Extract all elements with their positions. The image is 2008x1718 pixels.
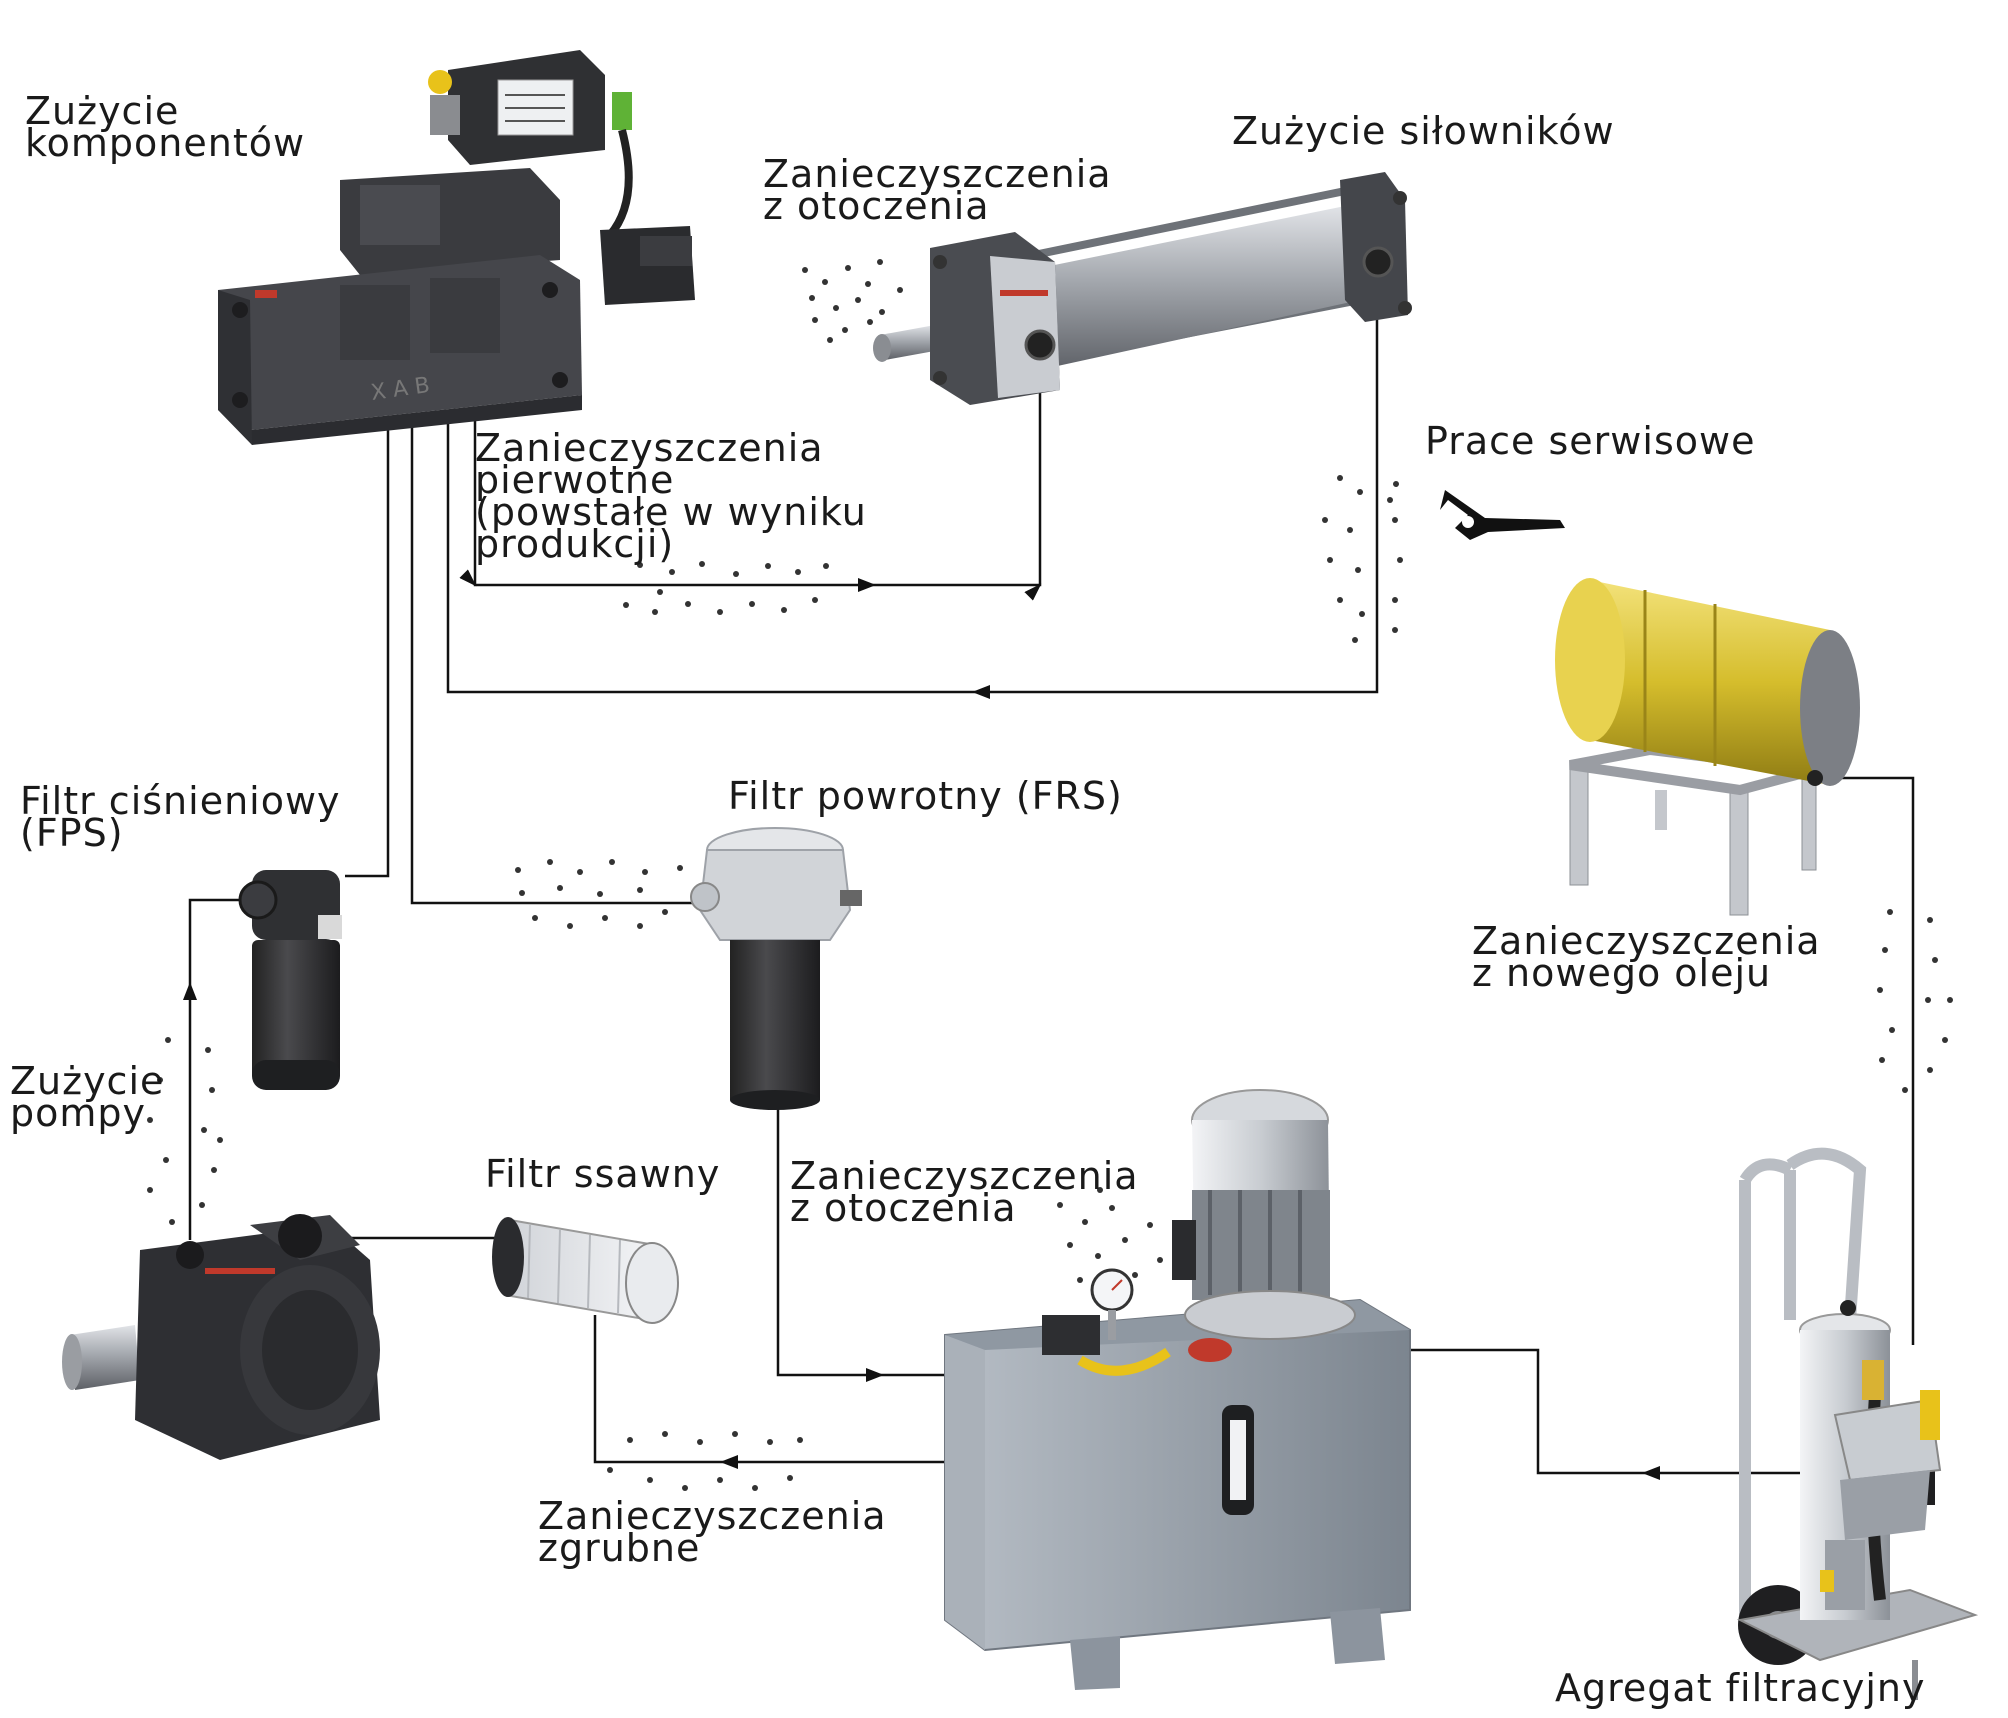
- dots-primary: [623, 561, 829, 615]
- arrow-to-tank: [866, 1368, 884, 1382]
- line-valve-to-cylinder-far: [446, 262, 1379, 694]
- pressure-filter: [238, 870, 342, 1090]
- label-environment-contamination-bottom: Zanieczyszczenia z otoczenia: [790, 1154, 1139, 1230]
- wrench-icon: [1440, 490, 1565, 540]
- oil-barrel: [1555, 578, 1860, 916]
- return-filter: [690, 827, 862, 1110]
- line-barrel-to-filter-unit: [1815, 776, 1915, 1345]
- power-unit: [944, 1089, 1411, 1690]
- dots-new-oil: [1877, 909, 1953, 1093]
- dots-coarse: [607, 1431, 803, 1491]
- flow-arrows: [183, 578, 1660, 1480]
- dots-return: [515, 859, 683, 929]
- hydraulic-cylinder: [873, 172, 1412, 405]
- line-return-filter-to-tank: [776, 1105, 945, 1377]
- label-return-filter: Filtr powrotny (FRS): [728, 774, 1123, 818]
- suction-filter: [492, 1217, 679, 1324]
- arrow-to-filter-unit: [1642, 1466, 1660, 1480]
- label-service-work: Prace serwisowe: [1425, 419, 1756, 463]
- label-new-oil-contamination: Zanieczyszczenia z nowego oleju: [1472, 919, 1821, 995]
- label-pressure-filter: Filtr ciśnieniowy (FPS): [20, 779, 341, 855]
- line-suction-to-tank: [593, 1315, 945, 1464]
- dots-environment-top: [802, 259, 903, 343]
- label-component-wear: Zużycie komponentów: [25, 89, 306, 165]
- label-actuator-wear: Zużycie siłowników: [1232, 109, 1615, 153]
- dots-service: [1322, 475, 1403, 643]
- line-valve-to-cylinder: [459, 360, 1042, 601]
- arrow-to-suction: [720, 1455, 738, 1469]
- label-coarse-contamination: Zanieczyszczenia zgrubne: [538, 1494, 887, 1570]
- arrow-up-pump: [183, 982, 197, 1000]
- line-valve-to-pressure-filter: [345, 420, 390, 878]
- dots-pump: [147, 1037, 223, 1225]
- contamination-dots: [147, 259, 1953, 1491]
- line-valve-to-return-filter: [410, 420, 700, 905]
- label-suction-filter: Filtr ssawny: [485, 1152, 721, 1196]
- line-pump-to-pressure-filter: [188, 898, 240, 1240]
- label-filtration-unit: Agregat filtracyjny: [1555, 1666, 1926, 1710]
- servo-valve: X A B: [218, 50, 695, 445]
- hydraulic-pump: [62, 1214, 380, 1460]
- label-pump-wear: Zużycie pompy: [10, 1059, 165, 1135]
- label-primary-contamination: Zanieczyszczenia pierwotne (powstałe w w…: [475, 426, 867, 566]
- arrow-to-cylinder: [858, 578, 876, 592]
- arrow-to-valve: [972, 685, 990, 699]
- label-environment-contamination-top: Zanieczyszczenia z otoczenia: [763, 152, 1112, 228]
- filtration-cart: [1736, 1147, 1979, 1700]
